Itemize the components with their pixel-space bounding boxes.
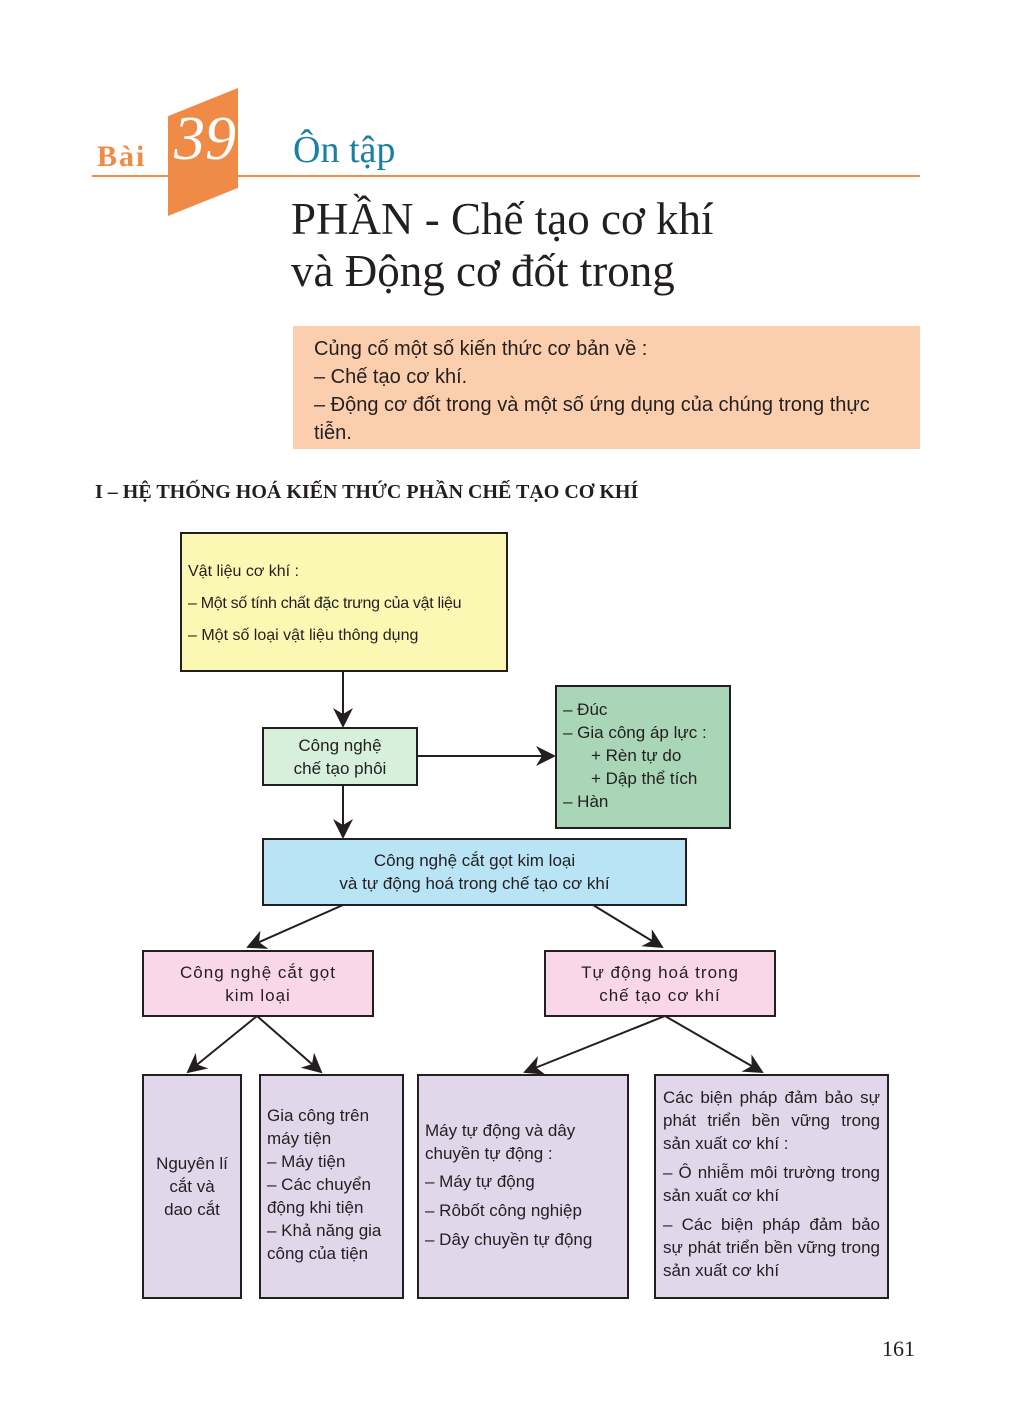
lesson-label: Bài [97, 140, 147, 173]
arrow [664, 1015, 764, 1073]
sustainable-development-box: Các biện pháp đảm bảo sự phát triển bền … [654, 1074, 889, 1299]
arrow [256, 1015, 323, 1074]
arrow [246, 904, 344, 949]
page-number: 161 [882, 1336, 915, 1361]
materials-box: Vật liệu cơ khí : – Một số tính chất đặc… [180, 532, 508, 672]
arrow [592, 904, 664, 949]
blank-methods-box: – Đúc – Gia công áp lực : + Rèn tự do + … [555, 685, 731, 829]
section-heading: I – HỆ THỐNG HOÁ KIẾN THỨC PHẦN CHẾ TẠO … [95, 481, 639, 503]
lesson-title: PHẦN - Chế tạo cơ khí và Động cơ đốt tro… [291, 194, 714, 296]
blank-making-box: Công nghệ chế tạo phôi [262, 727, 418, 786]
lesson-subtitle: Ôn tập [293, 129, 396, 171]
lathe-box: Gia công trên máy tiện – Máy tiện – Các … [259, 1074, 404, 1299]
metal-cutting-box: Công nghệ cắt gọt kim loại [142, 950, 374, 1017]
automatic-machines-box: Máy tự động và dây chuyền tự động : – Má… [417, 1074, 629, 1299]
header-rule [92, 175, 920, 177]
arrow [186, 1015, 258, 1074]
arrow [523, 1015, 666, 1075]
objectives-box: Củng cố một số kiến thức cơ bản về : – C… [293, 326, 920, 449]
cutting-automation-box: Công nghệ cắt gọt kim loại và tự động ho… [262, 838, 687, 906]
cutting-principle-box: Nguyên lí cắt và dao cắt [142, 1074, 242, 1299]
lesson-number: 39 [174, 105, 236, 173]
automation-box: Tự động hoá trong chế tạo cơ khí [544, 950, 776, 1017]
